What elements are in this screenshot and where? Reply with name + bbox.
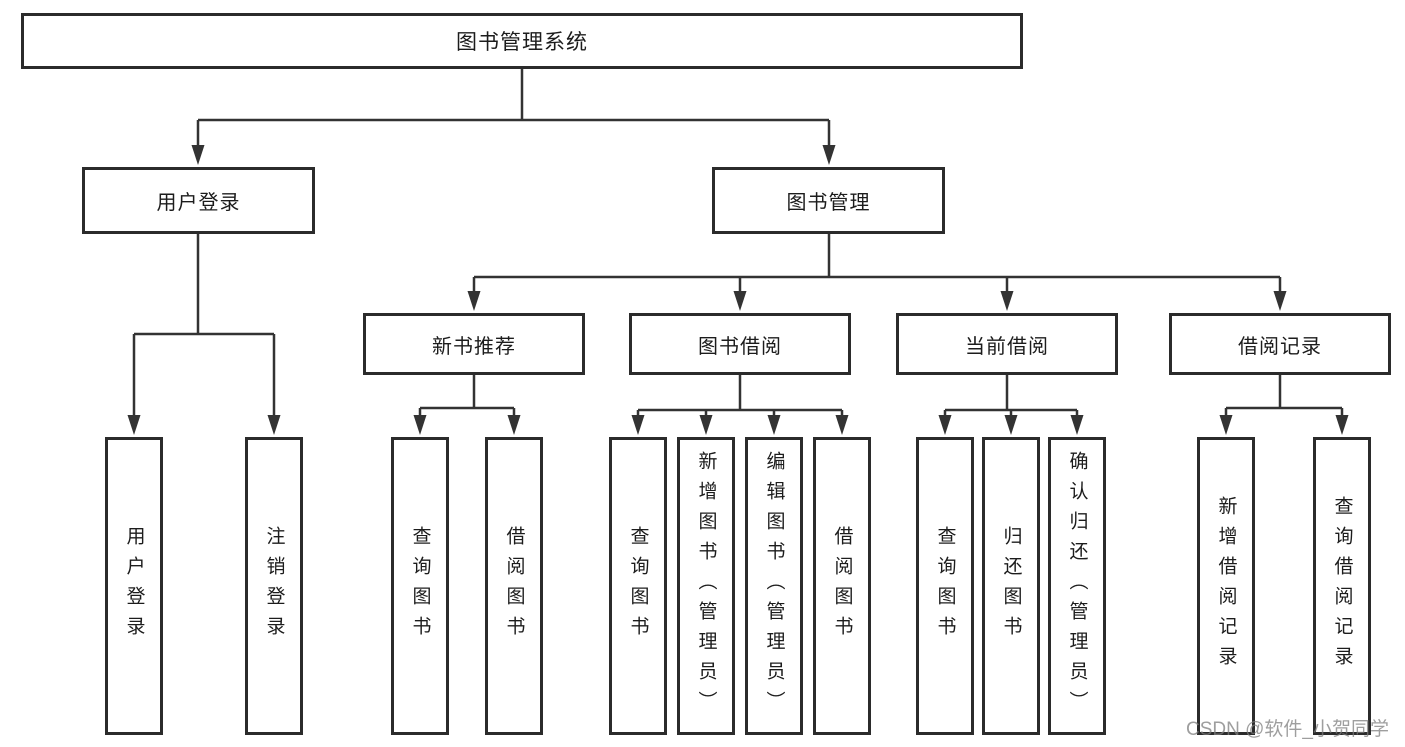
leaf-query-books-3: 查询图书 [916,437,974,735]
node-user-login: 用户登录 [82,167,315,234]
leaf-query-books-2: 查询图书 [609,437,667,735]
leaf-edit-books-admin: 编辑图书（管理员） [745,437,803,735]
leaf-query-borrow-record: 查询借阅记录 [1313,437,1371,735]
node-book-management-system: 图书管理系统 [21,13,1023,69]
node-book-management: 图书管理 [712,167,945,234]
node-label: 当前借阅 [965,335,1049,358]
leaf-add-borrow-record: 新增借阅记录 [1197,437,1255,735]
node-label: 确认归还（管理员） [1066,451,1088,721]
csdn-watermark: CSDN @软件_小贺同学 [1186,719,1389,740]
node-label: 新书推荐 [432,335,516,358]
node-label: 用户登录 [123,526,145,646]
leaf-return-books: 归还图书 [982,437,1040,735]
node-label: 新增图书（管理员） [695,451,717,721]
node-label: 新增借阅记录 [1215,496,1237,676]
leaf-logout: 注销登录 [245,437,303,735]
node-label: 编辑图书（管理员） [763,451,785,721]
node-label: 查询图书 [934,526,956,646]
leaf-borrow-books-2: 借阅图书 [813,437,871,735]
node-label: 用户登录 [156,192,241,214]
node-label: 借阅记录 [1238,335,1322,358]
leaf-add-books-admin: 新增图书（管理员） [677,437,735,735]
node-label: 借阅图书 [503,526,525,646]
node-label: 图书管理系统 [456,31,588,54]
node-current-borrow: 当前借阅 [896,313,1118,375]
node-new-book-recommend: 新书推荐 [363,313,585,375]
node-book-borrow: 图书借阅 [629,313,851,375]
node-borrow-records: 借阅记录 [1169,313,1391,375]
leaf-borrow-books-1: 借阅图书 [485,437,543,735]
node-label: 借阅图书 [831,526,853,646]
node-label: 图书管理 [786,192,871,214]
leaf-user-login: 用户登录 [105,437,163,735]
leaf-confirm-return-admin: 确认归还（管理员） [1048,437,1106,735]
node-label: 查询借阅记录 [1331,496,1353,676]
leaf-query-books-1: 查询图书 [391,437,449,735]
node-label: 注销登录 [263,526,285,646]
node-label: 查询图书 [409,526,431,646]
node-label: 归还图书 [1000,526,1022,646]
node-label: 查询图书 [627,526,649,646]
node-label: 图书借阅 [698,335,782,358]
